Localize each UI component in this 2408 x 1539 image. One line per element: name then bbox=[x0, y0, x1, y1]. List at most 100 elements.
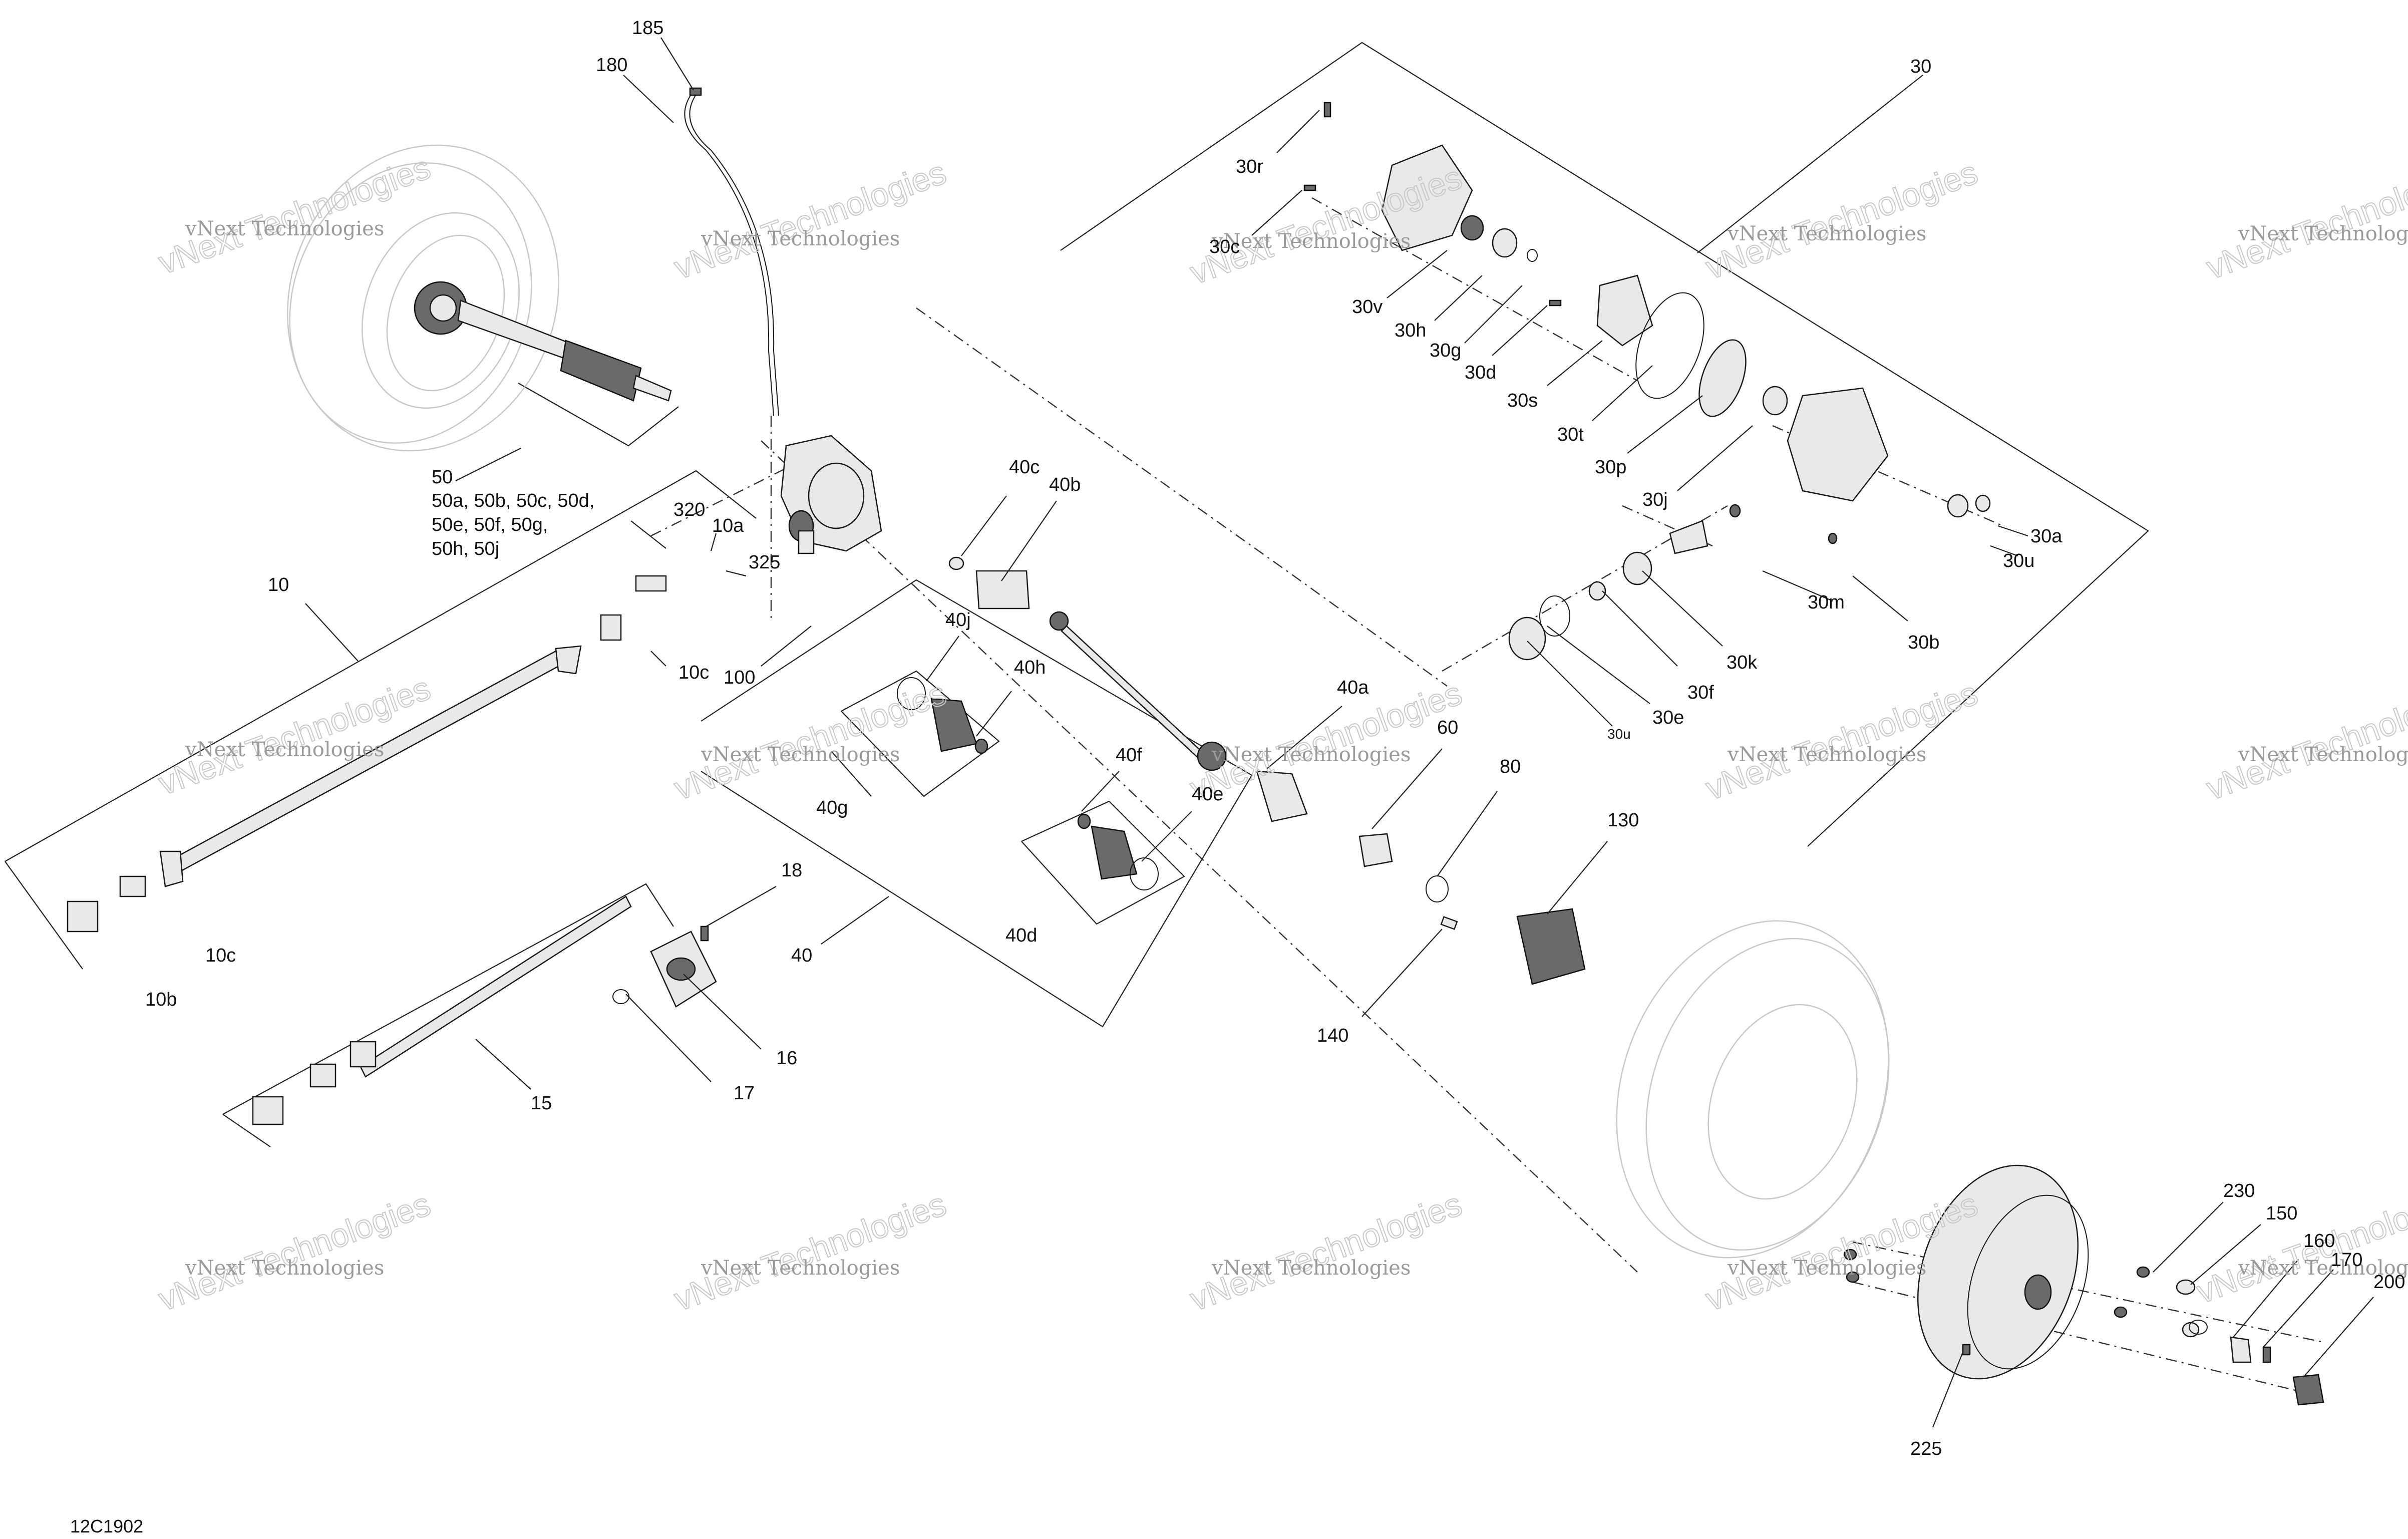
watermark-text: vNext Technologies bbox=[1727, 222, 1926, 245]
callout-160: 160 bbox=[2303, 1230, 2335, 1252]
callout-320: 320 bbox=[673, 499, 705, 520]
watermark-text: vNext Technologies bbox=[154, 148, 435, 281]
wheel-hardware bbox=[1843, 1249, 2324, 1406]
support-bearing bbox=[612, 926, 717, 1008]
group-bracket-40d bbox=[1021, 800, 1185, 925]
callout-30j: 30j bbox=[1642, 489, 1668, 510]
callout-10c-lower: 10c bbox=[205, 945, 236, 966]
group-bracket-40 bbox=[701, 579, 1253, 1028]
callout-18: 18 bbox=[781, 860, 802, 881]
vent-tube bbox=[684, 87, 779, 416]
group-bracket-30 bbox=[1060, 42, 2149, 847]
watermark-text: vNext Technologies bbox=[185, 1257, 384, 1280]
callout-10: 10 bbox=[268, 574, 289, 595]
figure-number: 12C1902 bbox=[70, 1516, 143, 1536]
watermark-text: vNext Technologies bbox=[701, 1257, 900, 1280]
group-bracket-10 bbox=[5, 470, 757, 970]
watermark-text: vNext Technologies bbox=[669, 674, 951, 807]
callout-50-line1: 50a, 50b, 50c, 50d, bbox=[432, 490, 594, 511]
callout-30g: 30g bbox=[1430, 340, 1461, 361]
watermark-text: vNext Technologies bbox=[1185, 1185, 1467, 1318]
callout-30f: 30f bbox=[1687, 682, 1714, 703]
callout-30t: 30t bbox=[1557, 424, 1584, 445]
callout-30k: 30k bbox=[1727, 652, 1758, 673]
group-bracket-50 bbox=[455, 383, 679, 481]
callout-15: 15 bbox=[531, 1093, 552, 1114]
axle-40 bbox=[897, 556, 1308, 890]
watermark-text: vNext Technologies bbox=[1701, 674, 1982, 807]
right-tire-wheel bbox=[1616, 920, 2089, 1380]
callout-40f: 40f bbox=[1116, 745, 1142, 766]
callout-185: 185 bbox=[632, 18, 663, 39]
callout-50-line3: 50h, 50j bbox=[432, 538, 499, 559]
propeller-shaft-10 bbox=[67, 575, 667, 933]
watermark-text: vNext Technologies bbox=[2238, 222, 2408, 245]
watermark-text: vNext Technologies bbox=[1727, 1257, 1926, 1280]
callout-100: 100 bbox=[724, 667, 755, 688]
callout-200: 200 bbox=[2373, 1272, 2405, 1293]
group-bracket-15 bbox=[222, 883, 674, 1147]
callout-30r: 30r bbox=[1236, 156, 1263, 177]
watermark-text: vNext Technologies bbox=[154, 1185, 435, 1318]
callout-50: 50 bbox=[432, 467, 453, 488]
watermark-text: vNext Technologies bbox=[2238, 1257, 2408, 1280]
watermark-text: vNext Technologies bbox=[1211, 1257, 1411, 1280]
callout-40a: 40a bbox=[1337, 677, 1369, 698]
watermark-text: vNext Technologies bbox=[701, 227, 900, 250]
assembly-axis-lines bbox=[650, 197, 2324, 1393]
callout-labels: 185 180 30 30r 30c 30v 30h 30g 30d 30s 3… bbox=[145, 18, 2405, 1459]
callout-30v: 30v bbox=[1352, 296, 1383, 318]
callout-30m: 30m bbox=[1808, 592, 1845, 613]
callout-40c: 40c bbox=[1009, 457, 1040, 478]
callout-230: 230 bbox=[2223, 1180, 2255, 1201]
callout-30: 30 bbox=[1910, 56, 1931, 77]
watermark-text: vNext Technologies bbox=[2202, 674, 2408, 807]
callout-170: 170 bbox=[2331, 1250, 2362, 1271]
callout-10c: 10c bbox=[678, 662, 709, 683]
callout-325: 325 bbox=[749, 552, 780, 573]
callout-16: 16 bbox=[776, 1048, 797, 1069]
callout-40g: 40g bbox=[816, 797, 848, 818]
left-drive-shaft bbox=[414, 281, 672, 402]
watermark-text: vNext Technologies bbox=[2238, 743, 2408, 766]
leader-lines bbox=[623, 37, 2374, 1428]
watermark-text: vNext Technologies bbox=[1211, 743, 1411, 766]
rear-differential bbox=[780, 435, 882, 554]
watermark-text: vNext Technologies bbox=[1185, 674, 1467, 807]
watermark-text: vNext Technologies bbox=[669, 153, 951, 286]
callout-40e: 40e bbox=[1192, 784, 1223, 805]
callout-130: 130 bbox=[1607, 810, 1639, 831]
callout-30u-lower: 30u bbox=[1607, 726, 1631, 742]
callout-10a: 10a bbox=[712, 515, 744, 536]
watermark-text: vNext Technologies bbox=[185, 217, 384, 240]
callout-60: 60 bbox=[1437, 717, 1458, 738]
watermark-text: vNext Technologies bbox=[185, 738, 384, 761]
watermark-text: vNext Technologies bbox=[1701, 153, 1982, 286]
watermark-text: vNext Technologies bbox=[1211, 230, 1411, 253]
callout-40: 40 bbox=[791, 945, 812, 966]
callout-40d: 40d bbox=[1005, 925, 1037, 946]
callout-30c: 30c bbox=[1209, 236, 1240, 257]
callout-150: 150 bbox=[2266, 1203, 2297, 1224]
propeller-shaft-15 bbox=[252, 895, 632, 1125]
callout-40h: 40h bbox=[1014, 657, 1046, 678]
callout-30h: 30h bbox=[1395, 320, 1426, 341]
callout-40j: 40j bbox=[945, 609, 971, 631]
callout-30a: 30a bbox=[2030, 526, 2062, 547]
callout-30p: 30p bbox=[1595, 457, 1626, 478]
group-30-parts bbox=[1303, 102, 1991, 661]
hub-components bbox=[1358, 833, 1586, 985]
callout-40b: 40b bbox=[1049, 474, 1081, 495]
callout-10b: 10b bbox=[145, 989, 177, 1010]
callout-50-line2: 50e, 50f, 50g, bbox=[432, 514, 548, 535]
watermark-text: vNext Technologies bbox=[2202, 153, 2408, 286]
watermark-text: vNext Technologies bbox=[1727, 743, 1926, 766]
group-bracket-40g bbox=[831, 670, 1000, 797]
watermark-text: vNext Technologies bbox=[701, 743, 900, 766]
callout-80: 80 bbox=[1500, 756, 1521, 777]
watermark-text: vNext Technologies bbox=[669, 1185, 951, 1318]
callout-30b: 30b bbox=[1908, 632, 1939, 653]
callout-30e: 30e bbox=[1652, 707, 1684, 728]
